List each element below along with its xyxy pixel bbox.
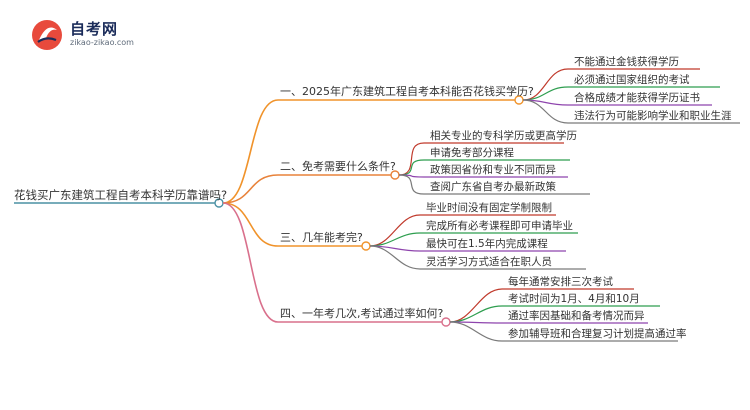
branch-3-leaf-1: 毕业时间没有固定学制限制 (426, 202, 552, 214)
branch-3-leaf-3: 最快可在1.5年内完成课程 (426, 238, 548, 250)
branch-3-leaf-1-connector (369, 214, 421, 247)
root-to-branch-3-connector (222, 202, 279, 247)
root-to-branch-4-connector (222, 202, 279, 323)
logo-icon (32, 20, 62, 50)
branch-1-leaf-1: 不能通过金钱获得学历 (574, 56, 679, 68)
branch-4-leaf-1-connector (449, 288, 503, 323)
branch-1-leaf-2: 必须通过国家组织的考试 (574, 74, 690, 86)
branch-4-leaf-3: 通过率因基础和备考情况而异 (508, 310, 645, 322)
branch-2-label: 二、免考需要什么条件? (280, 160, 396, 173)
branch-4-label: 四、一年考几次,考试通过率如何? (280, 307, 444, 320)
branch-2-leaf-2: 申请免考部分课程 (430, 147, 514, 159)
root-to-branch-2-connector (222, 174, 279, 204)
branch-1-label: 一、2025年广东建筑工程自考本科能否花钱买学历? (280, 85, 534, 98)
root-topic: 花钱买广东建筑工程自考本科学历靠谱吗? (14, 188, 228, 202)
branch-4-leaf-1: 每年通常安排三次考试 (508, 276, 613, 288)
branch-3-leaf-4-connector (369, 245, 421, 270)
branch-3-leaf-2: 完成所有必考课程即可申请毕业 (426, 220, 573, 232)
branch-3-label: 三、几年能考完? (280, 231, 363, 244)
branch-1-leaf-4: 违法行为可能影响学业和职业生涯 (574, 110, 732, 122)
branch-2-leaf-4: 查阅广东省自考办最新政策 (430, 181, 556, 193)
branch-3-leaf-4: 灵活学习方式适合在职人员 (426, 256, 552, 268)
branch-3-node-dot (361, 241, 371, 251)
branch-4-leaf-2-connector (449, 305, 503, 323)
branch-4-leaf-4-connector (449, 321, 503, 342)
branch-4-leaf-4: 参加辅导班和合理复习计划提高通过率 (508, 328, 687, 340)
logo-name: 自考网 (70, 20, 119, 38)
branch-2-leaf-4-connector (398, 174, 425, 195)
branch-1-leaf-4-connector (522, 99, 569, 124)
branch-2-leaf-1-connector (398, 142, 425, 176)
branch-1-leaf-3: 合格成绩才能获得学历证书 (574, 92, 700, 104)
branch-2-leaf-3: 政策因省份和专业不同而异 (430, 164, 556, 176)
logo-url: zikao-zikao.com (70, 38, 134, 47)
branch-4-leaf-2: 考试时间为1月、4月和10月 (508, 293, 640, 305)
site-logo[interactable]: 自考网 zikao-zikao.com (30, 16, 150, 56)
root-to-branch-1-connector (222, 99, 279, 204)
branch-2-leaf-1: 相关专业的专科学历或更高学历 (430, 130, 577, 142)
